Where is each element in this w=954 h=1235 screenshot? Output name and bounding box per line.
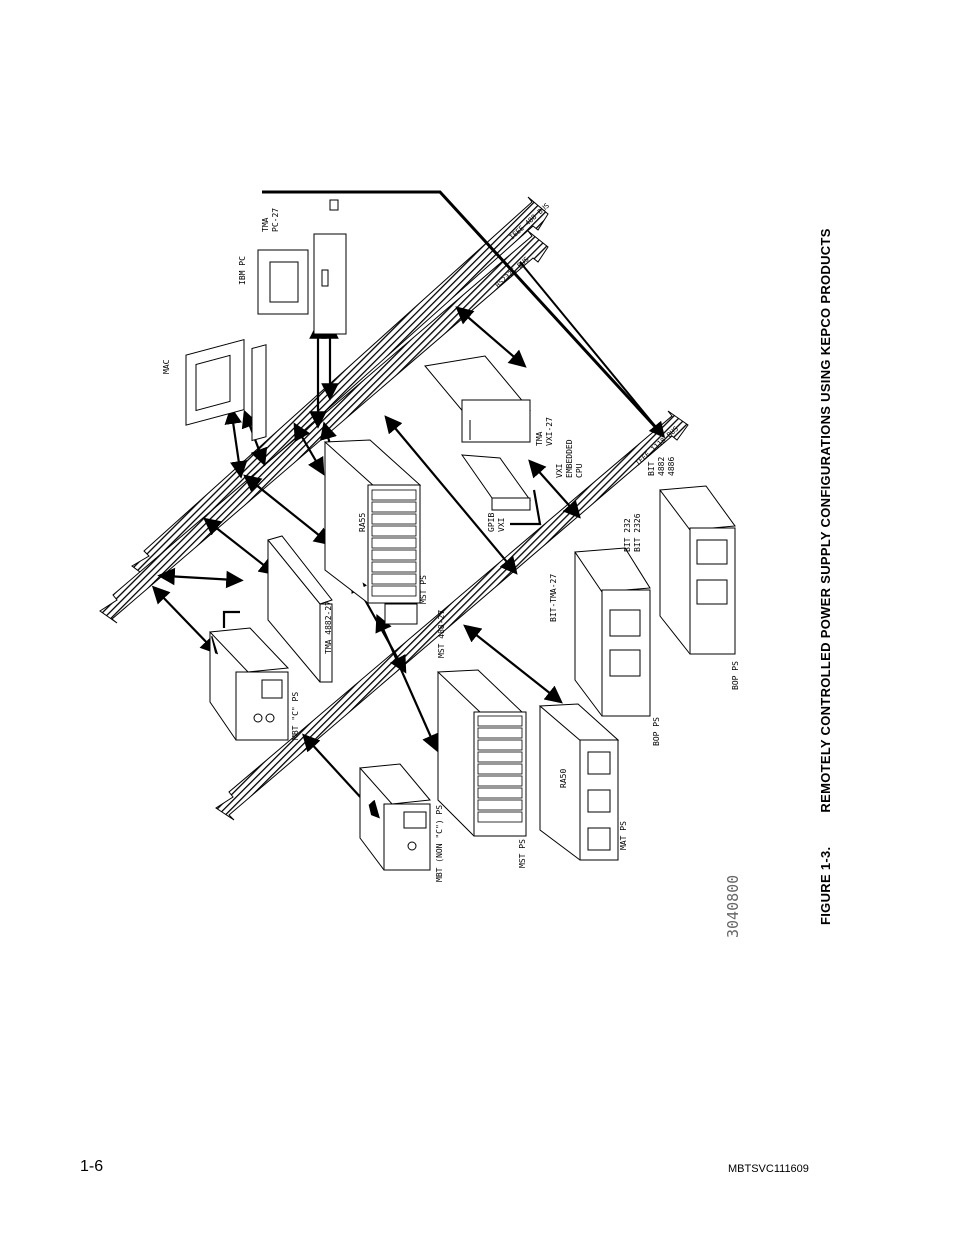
mac-computer	[185, 338, 267, 442]
mst-488-27-unit	[384, 603, 418, 625]
figure-caption: FIGURE 1-3. REMOTELY CONTROLLED POWER SUP…	[818, 228, 833, 925]
bit-232-label-line2: BIT 2326	[633, 513, 642, 552]
ibm-pc-computer	[257, 199, 347, 335]
ra55-rack	[323, 439, 422, 604]
vxi-cpu-label-line2: EMBEDDED	[565, 439, 574, 478]
mbt-non-c-ps-label: MBT (NON "C") PS	[435, 805, 444, 882]
mat-ps-label: MAT PS	[619, 821, 628, 850]
tma-pc27-label-line2: PC-27	[271, 208, 280, 232]
drawing-number: 3040800	[724, 875, 742, 938]
vxi-cpu-label-line1: VXI	[555, 463, 564, 478]
tma-vxi27-label-line2: VXI-27	[545, 417, 554, 446]
mbt-c-ps-label: MBT "C" PS	[291, 692, 300, 740]
bop-ps-unit-1	[574, 547, 651, 717]
bop-ps-1-label: BOP PS	[652, 717, 661, 746]
mbt-c-ps-unit	[208, 627, 290, 741]
tma-4882-27-label: TMA 4882-27	[324, 601, 333, 654]
mst-ps-top-label: MST PS	[419, 575, 428, 604]
ra55-label: RA55	[358, 513, 367, 532]
mbt-non-c-ps-unit	[358, 763, 431, 871]
mst-ps-rack	[436, 669, 527, 837]
ra50-rack	[538, 703, 620, 861]
bit-4882-label-line2: 4882	[657, 457, 666, 476]
bit-4882-link-cable	[519, 261, 666, 439]
bit-4882-label-line1: BIT	[647, 461, 656, 476]
tma-vxi27-label-line1: TMA	[535, 431, 544, 446]
document-id: MBTSVC111609	[728, 1163, 809, 1175]
mac-label: MAC	[162, 359, 171, 374]
gpib-vxi-unit	[460, 454, 532, 511]
tma-pc27-label-line1: TMA	[261, 217, 270, 232]
tma-vxi-27-unit	[424, 355, 531, 443]
gpib-vxi-label-line1: GPIB	[487, 513, 496, 532]
mst-ps-bottom-label: MST PS	[518, 839, 527, 868]
bit-4882-label-line3: 4886	[667, 457, 676, 476]
mst-488-27-label: MST 488-27	[437, 610, 446, 658]
bit-232-label-line1: BIT 232	[623, 518, 632, 552]
ibm-pc-label: IBM PC	[238, 256, 247, 285]
vxi-cpu-label-line3: CPU	[575, 463, 584, 478]
gpib-vxi-label-line2: VXI	[497, 517, 506, 532]
ieee-488-bus	[131, 196, 549, 579]
page-number: 1-6	[80, 1158, 104, 1175]
bop-ps-2-label: BOP PS	[731, 661, 740, 690]
bop-ps-unit-2	[659, 485, 736, 655]
figure-number: FIGURE 1-3.	[818, 846, 833, 925]
figure-title: REMOTELY CONTROLLED POWER SUPPLY CONFIGU…	[818, 228, 833, 813]
ra50-label: RA50	[559, 769, 568, 788]
bit-tma-27-label: BIT-TMA-27	[549, 574, 558, 622]
tma-4882-27-unit	[267, 535, 333, 683]
ieee-1118-link-cable	[262, 190, 662, 434]
